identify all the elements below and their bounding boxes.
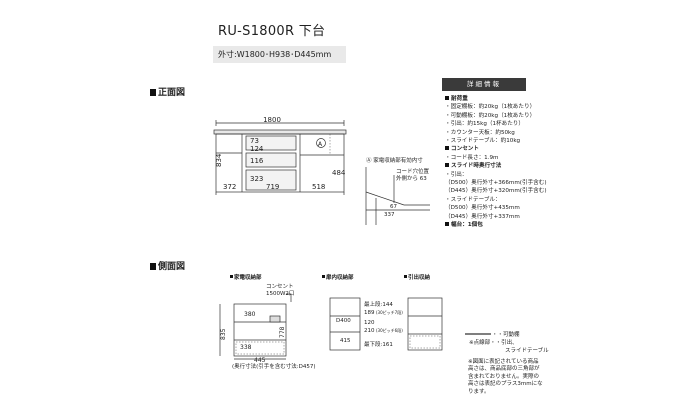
spec-line: （D500）奥行外寸+435mm [445,205,520,212]
appliance-label: 家電収納部 [230,273,262,281]
spec-line: ・スライドテーブル： [445,196,501,203]
detail-cord: コード穴位置 [396,167,430,175]
detail-67: 67 [390,204,397,210]
drawer-side-drawing [407,297,443,351]
dim-height: 834 [215,153,223,167]
appliance-side-drawing: 380 835 778 338 445 [219,293,292,362]
dim-372: 372 [223,183,236,191]
footnote: ※図面に表記されている商品高さは、商品底部の三角部が含まれておりません。実際の高… [468,359,543,396]
detail-drawing: コード穴位置 外側から 63 67 337 [365,167,430,225]
footnote-line: ります。 [468,388,490,395]
dim-116: 116 [250,157,264,165]
marker-a: A [318,141,323,148]
detail-caption: Ⓐ 家電収納部有効内寸 [366,158,423,164]
dim-338: 338 [240,344,252,351]
legend-note: ※点線部・・引出、 [469,340,518,346]
legend-movable: ・・可動棚 [492,332,520,338]
front-view-heading: 正面図 [150,85,185,98]
cab-120: 120 [364,320,375,326]
spec-line: （D445）奥行外寸+320mm(引手含む) [445,188,547,195]
spec-line: ・引出： [445,171,468,178]
cab-pitch1: (30ピッチ7段) [376,309,403,315]
spec-line: （D445）奥行外寸+337mm [445,213,520,220]
cabinet-side-drawing: 最上段:144 189 (30ピッチ7段) D400 120 210 (30ピッ… [329,297,403,351]
dim-778: 778 [279,326,286,338]
cab-pitch2: (30ピッチ6段) [376,327,403,333]
side-view-heading: 側面図 [150,259,185,272]
cab-bottom: 最下段:161 [364,340,393,348]
outer-dimensions: 外寸:W1800･H938･D445mm [213,46,346,63]
legend-note2: スライドテーブル [505,348,549,354]
detail-cord2: 外側から 63 [396,174,427,182]
detail-337: 337 [384,212,395,218]
spec-line: ・スライドテーブル：約10kg [445,138,521,144]
dim-719: 719 [266,183,279,191]
dim-484: 484 [332,169,346,177]
footnote-line: ※図面に表記されている商品 [468,359,539,365]
footnote-line: 含まれておりません。実際の [468,373,540,380]
spec-header: 詳細情報 [442,78,526,91]
spec-line: ・カウンター天板：約50kg [445,129,515,136]
movable-shelf-legend-line [465,333,491,335]
spec-line: （D500）奥行外寸+366mm(引手含む) [445,180,547,186]
dim-73: 73 [250,137,259,145]
spec-line: ・固定棚板：約20kg（1枚あたり） [445,104,536,111]
dim-518: 518 [312,183,325,191]
spec-line: 耐荷重 [445,96,468,104]
dim-width: 1800 [263,116,281,124]
spec-line: ・可動棚板：約20kg（1枚あたり） [445,112,536,119]
dim-323: 323 [250,175,263,183]
outlet-spec: 1500W2口 [266,291,295,297]
spec-line: コンセント [445,146,479,154]
cab-d400: D400 [336,318,351,324]
dim-380: 380 [244,311,256,318]
spec-line: ・引出：約15kg（1杯あたり） [445,121,524,128]
cab-210: 210 [364,328,375,334]
front-view-drawing: 1800 834 73 124 116 323 372 719 518 484 … [213,116,347,195]
dim-124: 124 [250,145,264,153]
page-title: RU-S1800R 下台 [218,24,326,39]
outlet-label: コンセント [266,284,294,290]
footnote-line: 高さは、商品底部の三角部が [468,366,540,373]
spec-line: スライド時奥行寸法 [445,163,501,171]
dim-835: 835 [220,328,227,340]
spec-line: 幅台：1個包 [445,222,483,230]
dim-445: 445 [254,357,266,362]
drawer-label: 引出収納 [404,273,430,281]
cabinet-label: 扉内収納部 [322,273,354,281]
spec-line: ・コード長さ：1.9m [445,154,499,161]
cab-189: 189 [364,310,375,316]
footnote-line: 高さは表記のプラス3mmにな [468,381,543,388]
appliance-note: (奥行寸法(引手を含む寸法:D457) [232,364,316,370]
cab-415: 415 [340,338,351,344]
cab-top: 最上段:144 [364,300,393,308]
